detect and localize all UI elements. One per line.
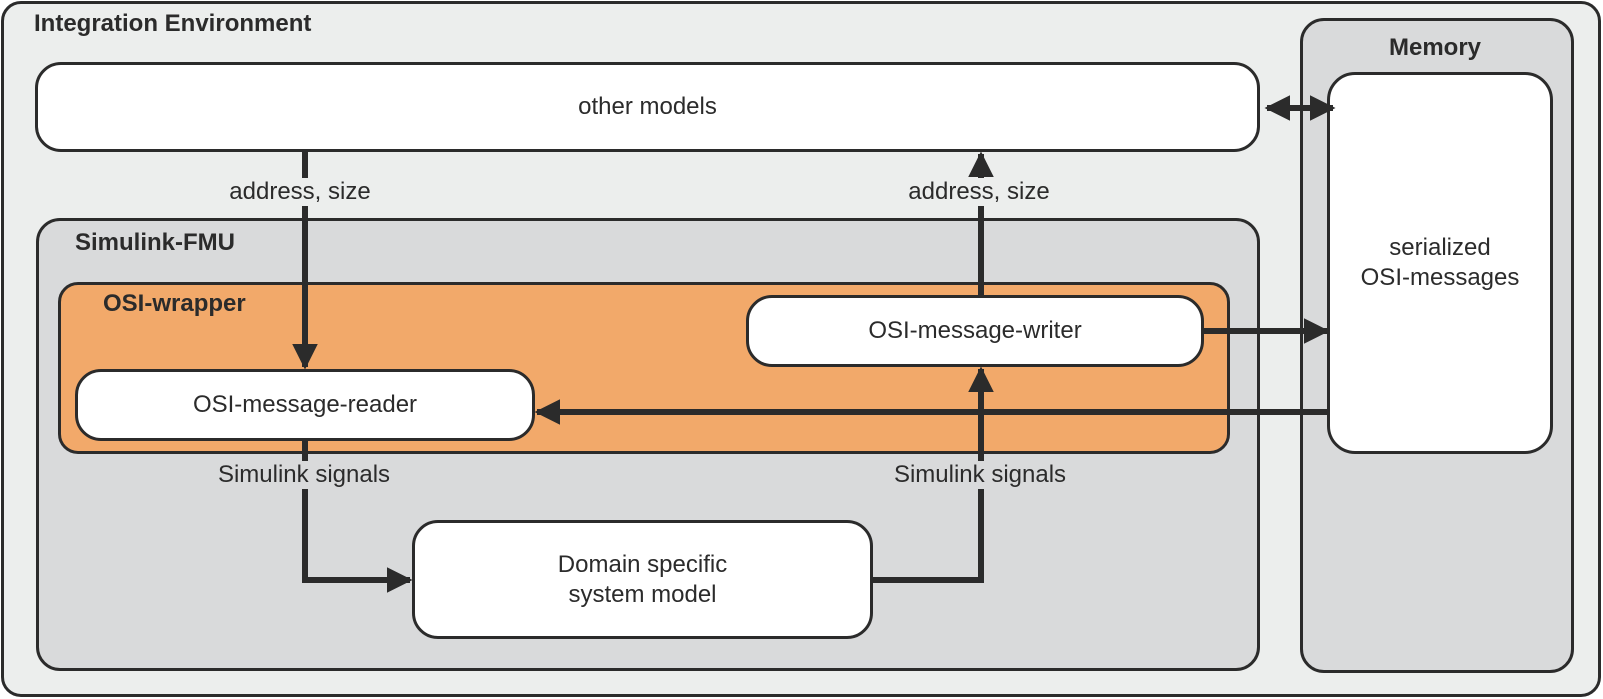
reader-label: OSI-message-reader <box>192 391 418 418</box>
serialized-label-line2: OSI-messages <box>1360 264 1520 291</box>
edge-label-simulink-signals-in: Simulink signals <box>893 461 1067 489</box>
domain-specific-system-model-node: Domain specific system model <box>412 520 873 639</box>
osi-message-writer-node: OSI-message-writer <box>746 295 1204 367</box>
domain-label-line2: system model <box>568 580 717 608</box>
edge-label-simulink-signals-out: Simulink signals <box>217 461 391 489</box>
arrow-domain-model-to-writer <box>873 366 994 583</box>
domain-label-line1: Domain specific <box>557 550 728 578</box>
simulink-fmu-title: Simulink-FMU <box>75 229 235 256</box>
edge-label-address-size-out: address, size <box>908 178 1050 206</box>
serialized-osi-messages-node: serialized OSI-messages <box>1327 72 1553 454</box>
writer-label: OSI-message-writer <box>868 317 1082 344</box>
integration-environment-title: Integration Environment <box>34 10 312 37</box>
osi-message-reader-node: OSI-message-reader <box>75 369 535 441</box>
memory-title: Memory <box>1389 34 1482 61</box>
edge-label-address-size-in: address, size <box>229 178 371 206</box>
osi-wrapper-title: OSI-wrapper <box>103 290 246 317</box>
serialized-label-line1: serialized <box>1389 234 1491 261</box>
other-models-node: other models <box>35 62 1260 152</box>
other-models-label: other models <box>578 93 717 120</box>
